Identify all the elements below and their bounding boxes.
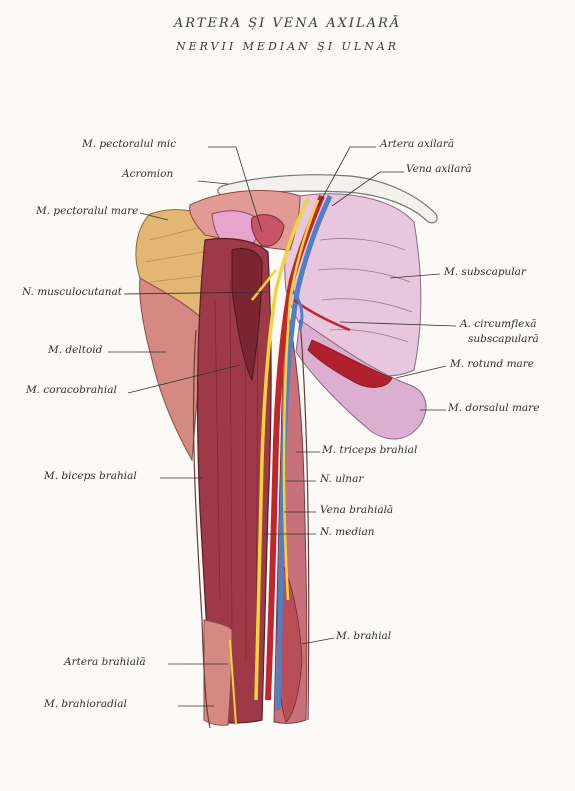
subscapular-muscle-shape — [284, 193, 422, 377]
deltoid-shape — [139, 277, 206, 462]
label-brahial: M. brahial — [336, 630, 392, 642]
arm-outline-right — [299, 319, 310, 721]
leader-subscapular — [389, 273, 441, 279]
label-artera-brahiala: Artera brahială — [64, 656, 146, 668]
label-biceps: M. biceps brahial — [44, 470, 137, 482]
leader-rotund-mare — [395, 365, 447, 379]
leader-pectoral-mare — [139, 212, 169, 221]
label-vena-brahiala: Vena brahială — [320, 504, 394, 516]
musculocutaneous-nerve — [251, 269, 277, 301]
label-dorsal-mare: M. dorsalul mare — [448, 402, 540, 414]
leader-pectoral-mic — [208, 146, 263, 233]
leader-acromion — [197, 180, 229, 185]
teres-major-shape — [307, 339, 393, 388]
page-title: ARTERA ȘI VENA AXILARĂ — [173, 16, 402, 31]
label-ulnar: N. ulnar — [320, 473, 364, 485]
median-nerve — [254, 197, 310, 701]
label-subscapular: M. subscapular — [444, 266, 526, 278]
label-acromion: Acromion — [122, 168, 174, 180]
label-pectoral-mare: M. pectoralul mare — [36, 205, 139, 217]
label-triceps: M. triceps brahial — [322, 444, 418, 456]
label-coracobrahial: M. coracobrahial — [26, 384, 117, 396]
label-artera-axilara: Artera axilară — [380, 138, 455, 150]
brachial-artery-lower — [229, 639, 237, 726]
ulnar-nerve — [282, 199, 320, 601]
page-subtitle: NERVII MEDIAN ȘI ULNAR — [175, 40, 399, 53]
leader-musculocutanat — [123, 291, 269, 295]
label-deltoid: M. deltoid — [48, 344, 103, 356]
subscapular-lines — [317, 238, 413, 343]
brachioradial-shape — [203, 619, 233, 726]
circumflex-vein — [290, 289, 304, 331]
leader-brahial — [301, 637, 335, 645]
label-circumflexa-2: subscapulară — [468, 333, 539, 345]
leader-coracobrahial — [127, 364, 241, 394]
label-musculocutanat: N. musculocutanat — [22, 286, 122, 298]
label-pectoral-mic: M. pectoralul mic — [82, 138, 177, 150]
label-rotund-mare: M. rotund mare — [450, 358, 535, 370]
leader-vena-axilara — [331, 171, 404, 207]
leader-circumflexa — [339, 321, 457, 327]
arm-outline — [192, 329, 211, 729]
coracobrachial-shape — [231, 248, 263, 382]
label-vena-axilara: Vena axilară — [406, 163, 472, 175]
leader-lines — [108, 146, 457, 707]
biceps-fibers — [214, 279, 259, 681]
label-median: N. median — [320, 526, 375, 538]
label-brahioradial: M. brahioradial — [44, 698, 127, 710]
coracoid-process-shape — [251, 214, 285, 247]
leader-artera-axilara — [317, 146, 376, 207]
label-circumflexa-1: A. circumflexă — [460, 318, 537, 330]
